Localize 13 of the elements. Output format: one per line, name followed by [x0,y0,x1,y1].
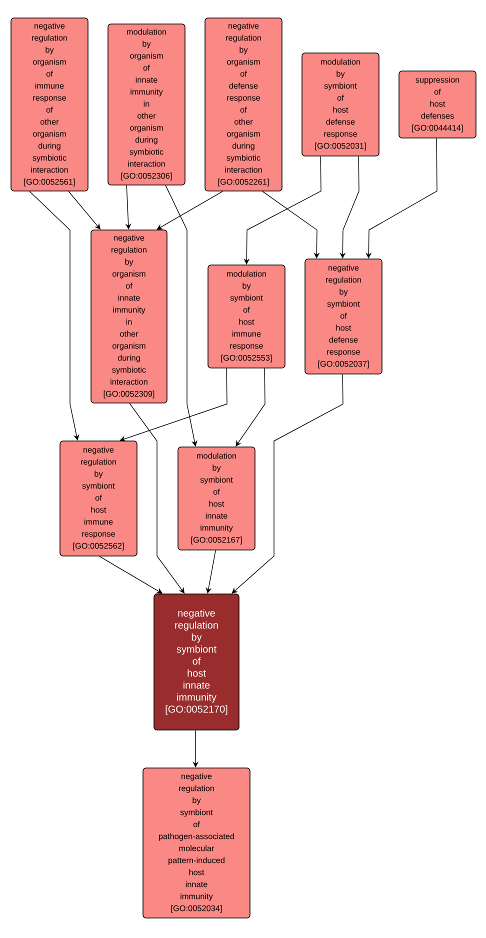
term-box: negative regulation by symbiont of host defense response [GO:0052037] [304,258,382,374]
term-box: negative regulation by organism of defense response of other organism during symbiotic interaction [GO:0052261] [204,18,282,192]
term-box: modulation by symbiont of host immune response [GO:0052553] [208,264,286,368]
term-box: negative regulation by symbiont of host immune response [GO:0052562] [60,440,138,556]
term-box: negative regulation by organism of innate immunity in other organism during symbiotic interaction [GO:0052309] [90,230,168,404]
term-box: modulation by symbiont of host defense response [GO:0052031] [302,52,380,156]
term-box: negative regulation by organism of immune response of other organism during symbiotic interaction [GO:0052561] [10,18,88,192]
term-box: modulation by symbiont of host innate immunity [GO:0052167] [178,446,256,550]
arrow [156,191,223,230]
term-box: suppression of host defenses [GO:0044414] [398,70,476,138]
term-box: negative regulation by symbiont of host innate immunity [GO:0052170] [154,594,240,730]
term-box: negative regulation by symbiont of pathogen-associated molecular pattern-induced host innate immunity [GO:0052034] [142,768,250,918]
term-box: modulation by organism of innate immunity in other organism during symbiotic interaction [GO:0052306] [108,24,186,186]
